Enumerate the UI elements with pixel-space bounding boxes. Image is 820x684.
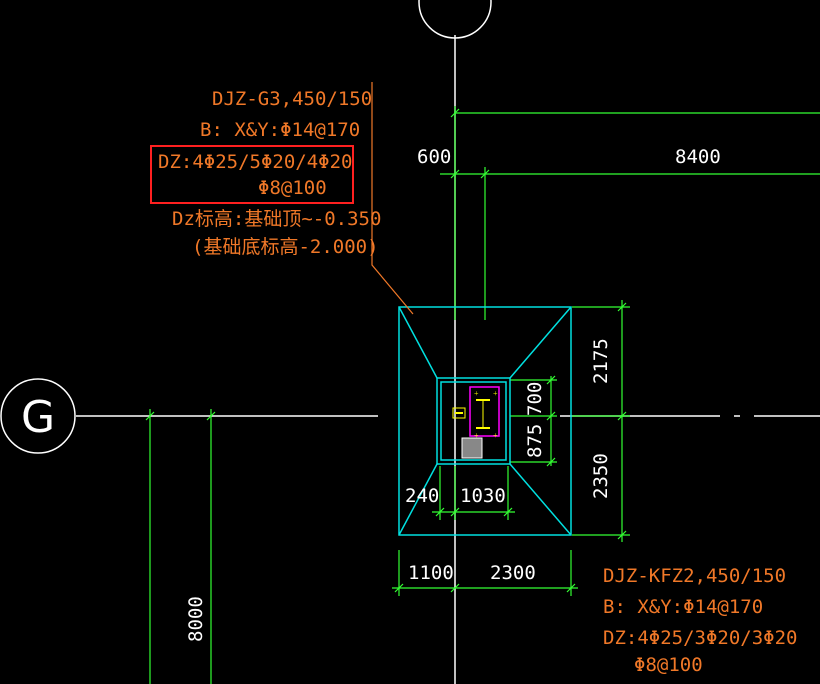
annotation-lower-line4: Φ8@100	[634, 654, 703, 676]
svg-text:+: +	[493, 431, 498, 440]
dim-inner-bottom-left: 240	[405, 485, 439, 507]
dim-inner-upper: 700	[524, 382, 546, 416]
svg-text:+: +	[474, 431, 479, 440]
annotation-upper-line3: DZ:4Φ25/5Φ20/4Φ20	[158, 151, 352, 173]
dim-bottom-left: 1100	[408, 562, 454, 584]
grid-bubble-g[interactable]: G	[0, 378, 76, 454]
dim-inner-lower: 875	[524, 424, 546, 458]
grid-bubble-top[interactable]	[418, 0, 492, 39]
grid-bubble-g-label: G	[21, 392, 55, 443]
svg-text:+: +	[493, 389, 498, 398]
dimension-labels: 600 8400 2175 2350 700 875 240 1030 1100…	[185, 146, 721, 642]
annotation-lower[interactable]: DJZ-KFZ2,450/150 B: X&Y:Φ14@170 DZ:4Φ25/…	[603, 565, 797, 676]
annotation-upper-line2: B: X&Y:Φ14@170	[200, 119, 360, 141]
column-section[interactable]: + + + +	[452, 386, 500, 459]
dim-bottom-right: 2300	[490, 562, 536, 584]
dim-right-upper: 2175	[590, 338, 612, 384]
dim-top-span: 8400	[675, 146, 721, 168]
annotation-upper-line4: Φ8@100	[258, 177, 327, 199]
annotation-upper[interactable]: DJZ-G3,450/150 B: X&Y:Φ14@170 DZ:4Φ25/5Φ…	[158, 88, 381, 258]
annotation-leader-line	[371, 82, 414, 315]
svg-text:+: +	[474, 389, 479, 398]
footing-outline[interactable]	[398, 306, 572, 536]
dim-inner-bottom-right: 1030	[460, 485, 506, 507]
annotation-upper-line6: (基础底标高-2.000)	[192, 236, 379, 258]
dim-left-vertical: 8000	[185, 596, 207, 642]
dim-top-offset: 600	[417, 146, 451, 168]
annotation-lower-line1: DJZ-KFZ2,450/150	[603, 565, 786, 587]
highlight-box[interactable]	[150, 145, 354, 204]
annotation-lower-line3: DZ:4Φ25/3Φ20/3Φ20	[603, 627, 797, 649]
dim-right-lower: 2350	[590, 453, 612, 499]
dimension-lines	[145, 106, 820, 684]
annotation-lower-line2: B: X&Y:Φ14@170	[603, 596, 763, 618]
annotation-upper-line5: Dz标高:基础顶~-0.350	[172, 208, 381, 230]
annotation-upper-line1: DJZ-G3,450/150	[212, 88, 372, 110]
